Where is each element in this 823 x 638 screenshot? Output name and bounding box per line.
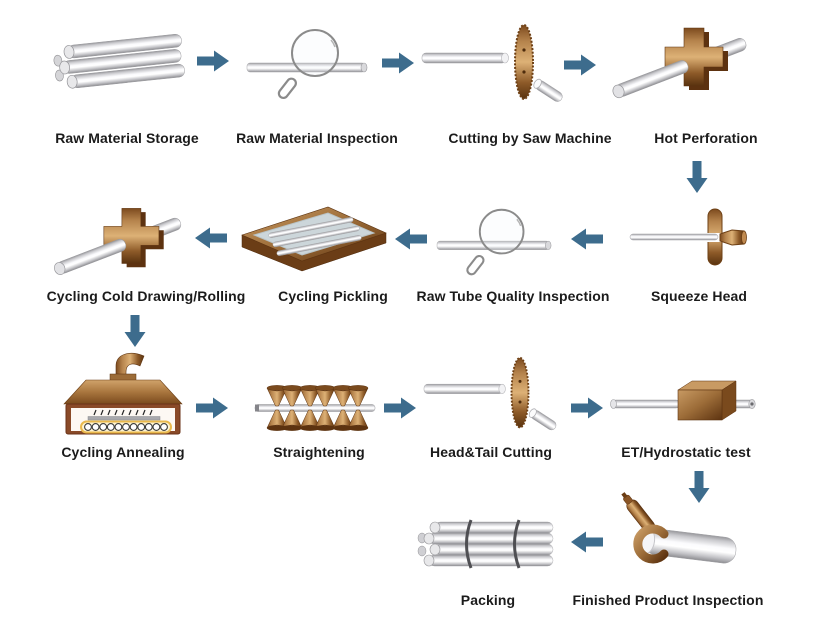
step-label: Squeeze Head [650, 288, 748, 304]
pickling-tray-icon [241, 206, 387, 272]
cross-die-icon [612, 27, 747, 99]
furnace-icon [63, 353, 183, 435]
squeeze-head-icon [629, 208, 747, 266]
step-label: Raw Tube Quality Inspection [416, 288, 610, 304]
step-label: Packing [460, 592, 516, 608]
step-head-tail-cutting [418, 355, 558, 435]
step-squeeze-head [628, 203, 750, 273]
step-label: Straightening [273, 444, 365, 460]
step-label: Finished Product Inspection [572, 592, 764, 608]
step-cycling-annealing [60, 350, 188, 436]
flow-arrow-right-icon [564, 54, 596, 76]
flow-arrow-down-icon [686, 161, 708, 193]
magnifier-tube-icon [246, 29, 368, 100]
step-raw-tube-quality-inspection [430, 205, 560, 281]
step-label: Raw Material Storage [55, 130, 199, 146]
step-packing [415, 518, 565, 570]
flow-arrow-right-icon [384, 397, 416, 419]
packed-bundle-icon [417, 519, 554, 569]
step-raw-material-storage [52, 26, 192, 110]
flow-arrow-right-icon [197, 50, 229, 72]
step-raw-material-inspection [243, 25, 373, 105]
saw-cutting-icon [421, 24, 563, 102]
flow-arrow-down-icon [124, 315, 146, 347]
step-label: Cutting by Saw Machine [448, 130, 612, 146]
step-cycling-pickling [238, 203, 388, 272]
step-label: Cycling Annealing [61, 444, 185, 460]
magnifier-tube-icon [436, 208, 552, 276]
step-label: Cycling Pickling [278, 288, 388, 304]
step-hot-perforation [612, 15, 752, 115]
tube-bundle-icon [53, 34, 185, 89]
flow-arrow-left-icon [571, 228, 603, 250]
step-label: ET/Hydrostatic test [621, 444, 751, 460]
rollers-icon [254, 385, 376, 431]
step-label: Head&Tail Cutting [430, 444, 552, 460]
test-box-icon [610, 380, 756, 421]
flow-arrow-left-icon [195, 227, 227, 249]
flow-arrow-right-icon [196, 397, 228, 419]
step-label: Raw Material Inspection [236, 130, 398, 146]
saw-cutting-icon [423, 356, 557, 431]
cross-die-icon [54, 208, 182, 275]
flow-arrow-down-icon [688, 471, 710, 503]
step-straightening [253, 384, 377, 432]
step-label: Cycling Cold Drawing/Rolling [46, 288, 246, 304]
step-cutting-by-saw-machine [420, 22, 563, 107]
flow-arrow-left-icon [395, 228, 427, 250]
step-et-hydrostatic-test [610, 378, 758, 430]
step-finished-product-inspection [621, 492, 747, 582]
gauge-tube-icon [621, 492, 737, 564]
flow-arrow-right-icon [382, 52, 414, 74]
step-cycling-cold-drawing-rolling [50, 196, 190, 291]
flow-arrow-left-icon [571, 531, 603, 553]
step-label: Hot Perforation [654, 130, 758, 146]
flow-arrow-right-icon [571, 397, 603, 419]
